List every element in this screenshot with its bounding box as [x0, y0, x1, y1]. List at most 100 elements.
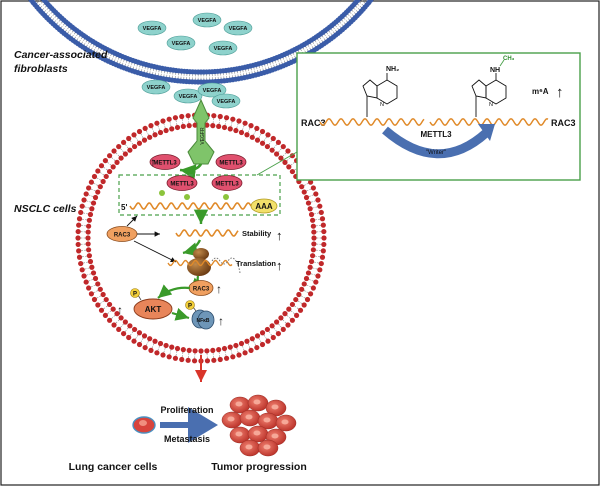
caf-lipid-tail	[139, 65, 141, 68]
nsclc-lipid-head	[303, 275, 310, 282]
caf-lipid-tail	[312, 42, 315, 44]
nsclc-lipid-tail	[140, 133, 142, 136]
caf-lipid-tail	[40, 1, 43, 4]
nsclc-lipid-tail	[86, 200, 89, 202]
caf-lipid-tail	[300, 49, 302, 52]
caf-lipid-tail	[267, 66, 270, 69]
nsclc-lipid-head	[310, 253, 316, 259]
vegfa-label: VEGFA	[147, 85, 166, 91]
caf-lipid-tail	[359, 1, 362, 4]
mettl3-label-3: METTL3	[170, 182, 194, 188]
nsclc-lipid-head	[264, 326, 271, 333]
nsclc-lipid-head	[95, 168, 101, 174]
nsclc-lipid-head	[179, 356, 185, 363]
nsclc-lipid-tail	[313, 200, 316, 202]
caf-lipid-tail	[111, 58, 113, 61]
nsclc-lipid-tail	[253, 340, 255, 343]
nh2-label: NH₂	[386, 66, 399, 73]
nsclc-lipid-tail	[111, 317, 114, 319]
nsclc-lipid-tail	[309, 285, 312, 288]
nsclc-lipid-head	[210, 347, 216, 353]
nsclc-lipid-head	[103, 296, 109, 303]
nsclc-lipid-tail	[142, 337, 144, 340]
nsclc-lipid-tail	[142, 136, 144, 139]
nsclc-lipid-head	[76, 222, 82, 228]
nsclc-lipid-head	[307, 291, 314, 297]
caf-lipid-tail	[93, 49, 96, 52]
nsclc-lipid-tail	[300, 295, 303, 297]
nsclc-lipid-tail	[99, 179, 102, 181]
nsclc-lipid-head	[274, 319, 280, 325]
caf-lipid-tail	[56, 22, 59, 25]
nsclc-lipid-tail	[136, 334, 139, 337]
nsclc-lipid-head	[244, 132, 250, 138]
nsclc-lipid-head	[254, 344, 260, 351]
caf-lipid-tail	[314, 44, 316, 47]
caf-lipid-tail	[289, 58, 291, 61]
nsclc-lipid-head	[223, 115, 230, 121]
nsclc-lipid-head	[307, 206, 313, 212]
nsclc-lipid-tail	[147, 340, 149, 343]
caf-lipid-tail	[309, 47, 311, 50]
caf-lipid-tail	[96, 50, 98, 53]
nsclc-lipid-tail	[146, 343, 148, 346]
nsclc-lipid-tail	[105, 168, 108, 171]
nsclc-lipid-head	[131, 338, 137, 344]
caf-lipid-tail	[353, 8, 356, 10]
nsclc-lipid-tail	[152, 130, 155, 133]
nsclc-lipid-head	[293, 296, 299, 303]
inset-rac3-left: RAC3	[301, 118, 326, 128]
nsclc-lipid-head	[102, 312, 109, 319]
nsclc-lipid-head	[299, 184, 305, 190]
nsclc-lipid-head	[238, 340, 245, 347]
nfkb-complex: NFκB	[191, 309, 215, 330]
nsclc-lipid-head	[278, 315, 284, 321]
nsclc-lipid-head	[88, 179, 95, 185]
nsclc-lipid-tail	[311, 280, 314, 282]
rac3-to-translation-arrow	[133, 240, 177, 263]
m6a-n-label: N	[489, 102, 493, 108]
caf-lipid-tail	[361, 0, 363, 2]
vegfa-molecule: VEGFA	[223, 20, 253, 36]
nsclc-lipid-head	[304, 296, 311, 303]
nsclc-lipid-tail	[278, 323, 280, 326]
caf-lipid-tail	[141, 69, 143, 72]
nsclc-lipid-tail	[243, 125, 245, 128]
nsclc-lipid-head	[320, 222, 326, 228]
nsclc-lipid-head	[320, 248, 326, 254]
nsclc-lipid-tail	[103, 307, 106, 310]
caf-lipid-tail	[38, 3, 41, 6]
nsclc-lipid-head	[301, 189, 307, 195]
nsclc-lipid-tail	[158, 128, 160, 131]
nsclc-lipid-head	[106, 168, 113, 175]
nsclc-lipid-head	[114, 311, 120, 317]
nsclc-lipid-tail	[124, 329, 127, 332]
m6a-dot-1	[159, 190, 165, 196]
mettl3-oval-3: METTL3	[166, 175, 198, 191]
nsclc-lipid-head	[299, 286, 305, 292]
caf-lipid-tail	[290, 54, 292, 57]
nsclc-lipid-tail	[253, 133, 255, 136]
caf-lipid-tail	[335, 25, 337, 28]
nsclc-lipid-head	[315, 273, 321, 279]
nsclc-lipid-head	[227, 344, 233, 350]
nsclc-lipid-head	[191, 358, 198, 364]
nsclc-lipid-head	[90, 270, 97, 276]
nh-label: NH	[490, 67, 500, 74]
nsclc-lipid-head	[180, 123, 186, 129]
nsclc-lipid-tail	[303, 297, 306, 299]
translating-mrna	[167, 259, 233, 267]
nsclc-lipid-tail	[109, 310, 112, 313]
caf-lipid-tail	[291, 57, 294, 59]
nsclc-lipid-head	[308, 258, 315, 265]
caf-label-line2: fibroblasts	[14, 63, 68, 75]
nsclc-lipid-head	[79, 267, 85, 273]
vegfa-molecule: VEGFA	[197, 82, 227, 98]
caf-lipid-tail	[280, 58, 282, 61]
nsclc-lipid-head	[297, 307, 304, 313]
caf-lipid-tail	[76, 38, 79, 41]
caf-lipid-tail	[87, 42, 90, 44]
caf-lipid-tail	[73, 32, 76, 35]
nsclc-lipid-head	[127, 147, 133, 153]
caf-lipid-tail	[283, 60, 286, 63]
